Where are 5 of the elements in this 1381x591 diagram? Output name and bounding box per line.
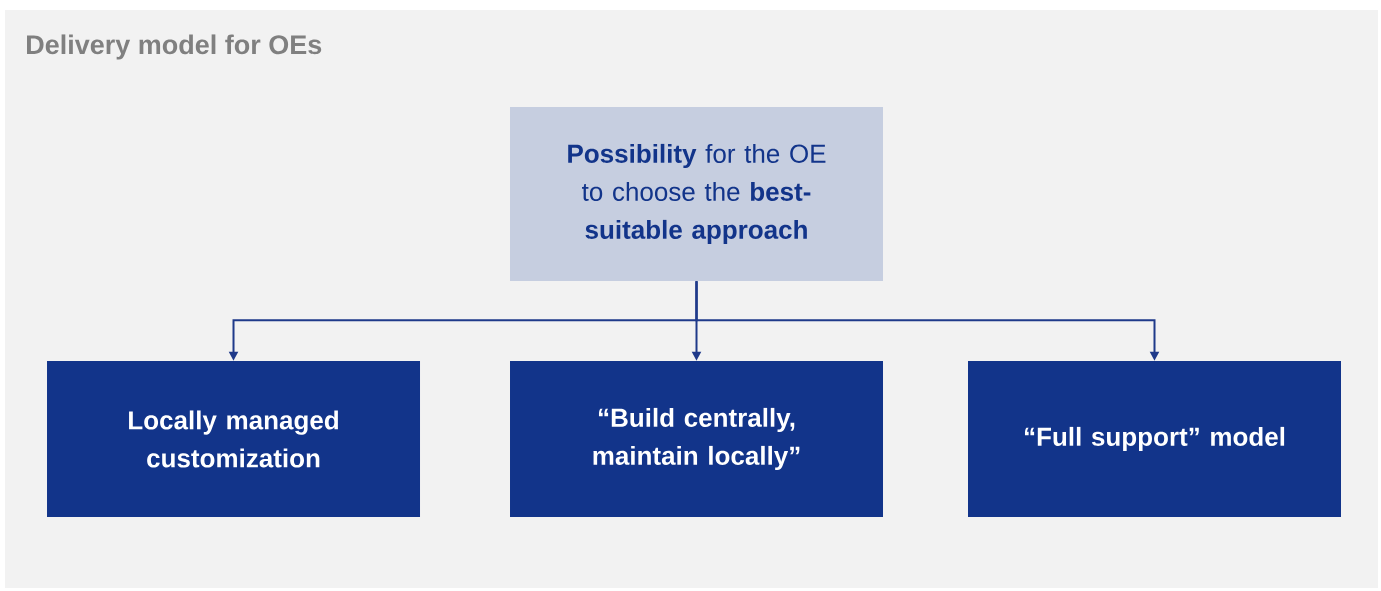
model-box: “Full support” model bbox=[968, 361, 1341, 517]
option-box: Possibility for the OE to choose the best-suitable approach bbox=[510, 107, 883, 281]
model-box: Locally managed customization bbox=[47, 361, 420, 517]
model-box: “Build centrally, maintain locally” bbox=[510, 361, 883, 517]
title: Delivery model for OEs bbox=[27, 34, 322, 60]
